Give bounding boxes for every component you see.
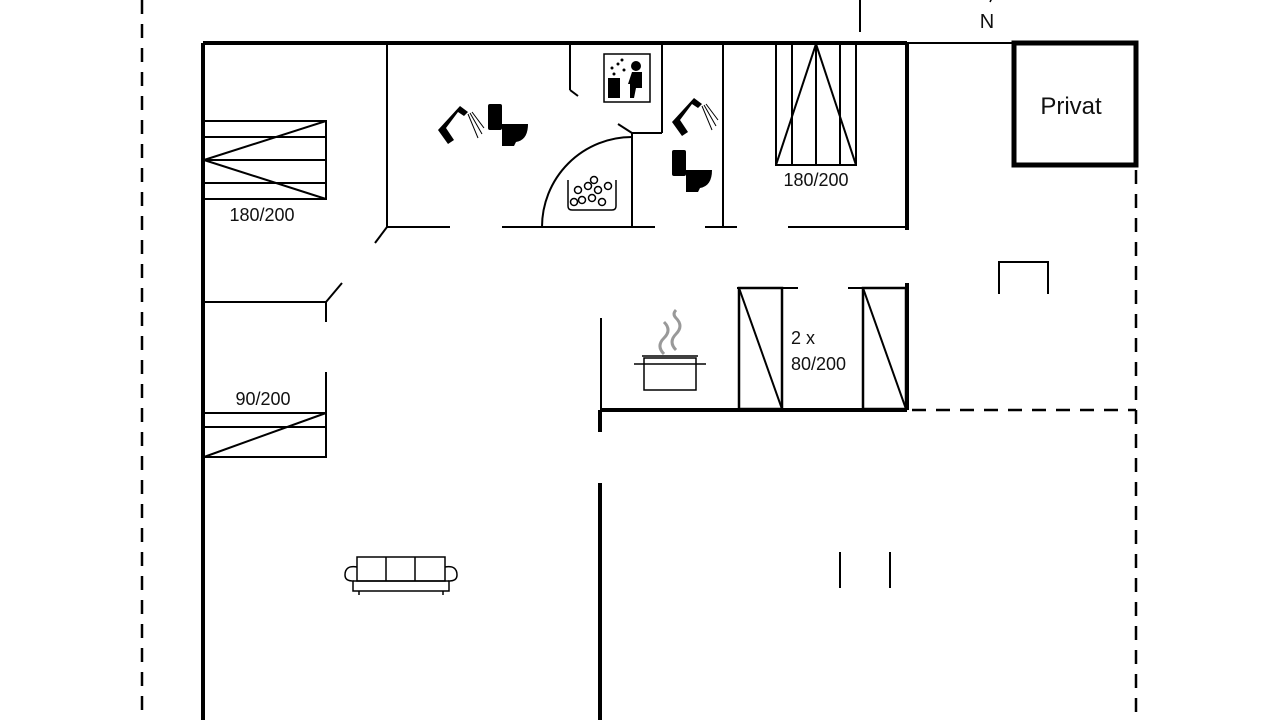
bed-top-double-label: 180/200 (783, 170, 848, 190)
toilet-icon (672, 150, 712, 192)
terrace-outline (140, 0, 1138, 720)
bed-left-double (203, 120, 327, 200)
bed-twin (737, 286, 908, 411)
sofa-icon (344, 556, 458, 595)
toilet-icon (488, 104, 528, 146)
sauna-icon (603, 53, 651, 103)
exterior-walls (201, 0, 1014, 720)
north-label: N (980, 11, 994, 33)
north-arrow-icon (989, 0, 992, 3)
shower-icon (438, 106, 485, 144)
whirlpool-icon (567, 175, 617, 211)
shower-icon (672, 98, 719, 136)
bed-twin-label-line2: 80/200 (791, 354, 846, 374)
bed-top-double (775, 43, 857, 166)
private-room-label: Privat (1040, 93, 1102, 120)
bed-single-label: 90/200 (235, 389, 290, 409)
interior-walls (203, 43, 1049, 588)
bed-left-double-label: 180/200 (229, 205, 294, 225)
bed-single (203, 412, 327, 458)
stove-pot-icon (634, 308, 706, 391)
door-swing-arc (541, 136, 633, 228)
bed-twin-label-line1: 2 x (791, 328, 815, 348)
private-room (1011, 40, 1139, 168)
